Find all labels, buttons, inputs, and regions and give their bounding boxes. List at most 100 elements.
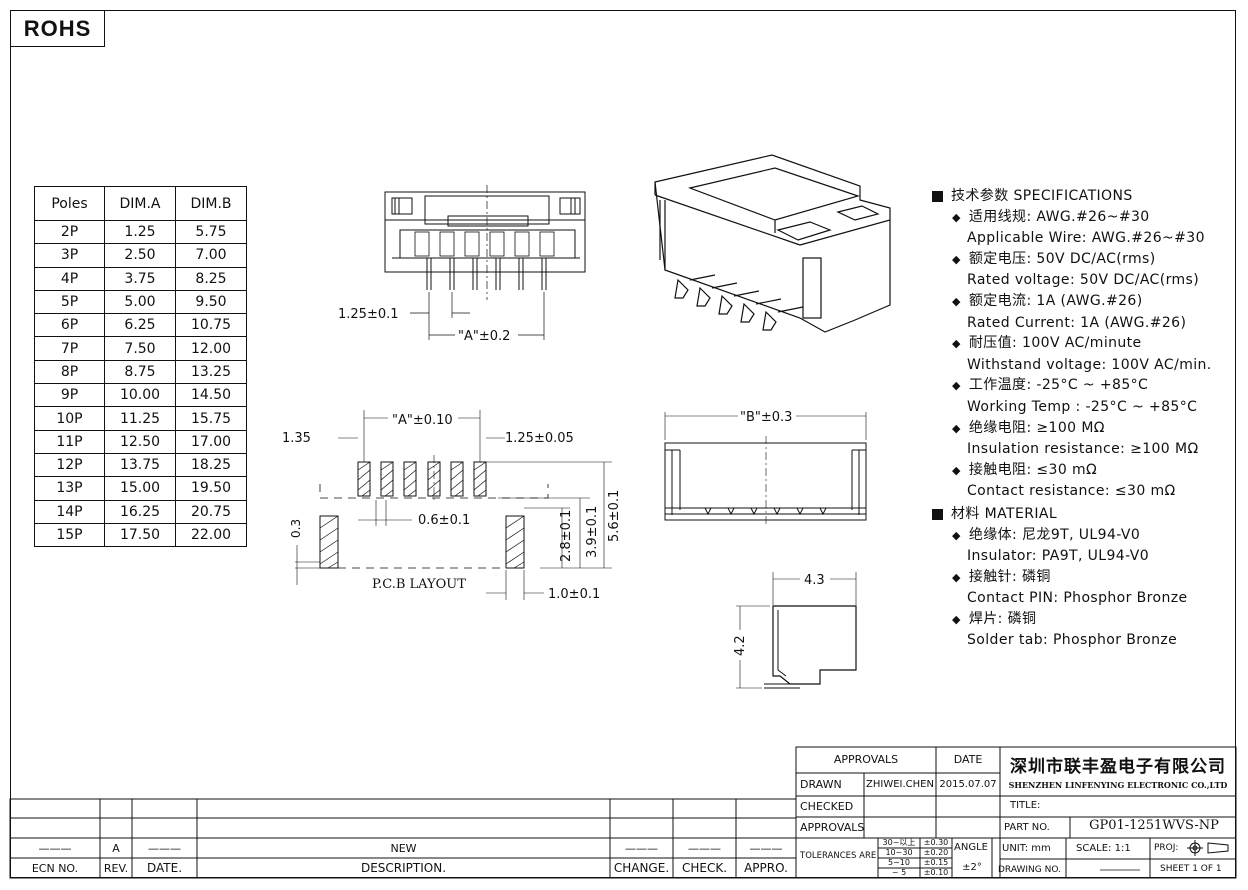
table-cell: 7P bbox=[34, 336, 105, 361]
table-cell: 19.50 bbox=[175, 476, 247, 501]
table-cell: 13.25 bbox=[175, 359, 247, 385]
spec-text-en: Applicable Wire: AWG.#26~#30 bbox=[967, 230, 1205, 247]
tb-unit: UNIT: mm bbox=[1002, 843, 1051, 854]
spec-item-cn: ◆ 额定电压: 50V DC/AC(rms) bbox=[932, 249, 1212, 271]
spec-text-cn: 工作温度: -25°C ~ +85°C bbox=[968, 377, 1149, 394]
spec-item-cn: ◆ 耐压值: 100V AC/minute bbox=[932, 333, 1212, 355]
table-header: DIM.B bbox=[175, 186, 247, 221]
spec-item-cn: ◆ 工作温度: -25°C ~ +85°C bbox=[932, 375, 1212, 397]
tb-approvals: APPROVALS bbox=[833, 753, 899, 766]
diamond-bullet-icon: ◆ bbox=[952, 463, 961, 477]
tolerance-value: ±0.30 bbox=[923, 838, 949, 847]
dim-125: 1.25±0.05 bbox=[505, 431, 574, 446]
diamond-bullet-icon: ◆ bbox=[952, 528, 961, 542]
spec-item-cn: ◆ 适用线规: AWG.#26~#30 bbox=[932, 207, 1212, 229]
spec-title: 技术参数 SPECIFICATIONS bbox=[951, 188, 1133, 204]
diamond-bullet-icon: ◆ bbox=[952, 379, 961, 393]
b-dim: "B"±0.3 bbox=[740, 410, 792, 425]
spec-text-cn: 接触电阻: ≤30 mΩ bbox=[968, 461, 1098, 478]
table-cell: 2.50 bbox=[104, 243, 176, 268]
spec-text-cn: 接触针: 磷铜 bbox=[968, 568, 1051, 585]
table-cell: 3P bbox=[34, 243, 105, 268]
title-block-grid bbox=[9, 746, 1237, 879]
dim-03: 0.3 bbox=[289, 519, 303, 538]
spec-text-en: Rated voltage: 50V DC/AC(rms) bbox=[967, 272, 1200, 289]
table-cell: 5P bbox=[34, 289, 105, 315]
dim-28: 2.8±0.1 bbox=[559, 510, 574, 562]
dim-06: 0.6±0.1 bbox=[418, 513, 470, 528]
dim-42: 4.2 bbox=[733, 635, 748, 656]
table-cell: 18.25 bbox=[175, 452, 247, 478]
spec-text-en: Insulator: PA9T, UL94-V0 bbox=[967, 548, 1150, 565]
spec-text-en: Working Temp : -25°C ~ +85°C bbox=[967, 398, 1198, 415]
rev-value: A bbox=[112, 842, 120, 855]
spec-text-cn: 绝缘体: 尼龙9T, UL94-V0 bbox=[968, 526, 1141, 543]
table-cell: 7.00 bbox=[175, 243, 247, 268]
company-name-cn: 深圳市联丰盈电子有限公司 bbox=[1010, 757, 1226, 777]
rev-ecn-header: ECN NO. bbox=[31, 862, 79, 875]
tb-proj: PROJ: bbox=[1154, 843, 1179, 853]
tolerance-range: 5~10 bbox=[888, 858, 910, 867]
spec-text-cn: 额定电压: 50V DC/AC(rms) bbox=[968, 250, 1156, 267]
tb-angle: ANGLE bbox=[954, 842, 988, 853]
material-title: 材料 MATERIAL bbox=[951, 505, 1058, 522]
tolerance-range: 10~30 bbox=[885, 848, 913, 857]
table-cell: 13.75 bbox=[104, 452, 176, 478]
tb-drawing-no: DRAWING NO. bbox=[998, 865, 1061, 875]
spec-item-cn: ◆ 焊片: 磷铜 bbox=[932, 609, 1212, 631]
rev-description: NEW bbox=[390, 842, 417, 855]
rev-appro-dash: ——— bbox=[749, 842, 783, 855]
rev-check-header: CHECK. bbox=[681, 861, 728, 875]
table-cell: 14.50 bbox=[175, 383, 247, 408]
tolerance-value: ±0.10 bbox=[923, 868, 949, 877]
dim-135: 1.35 bbox=[282, 431, 311, 446]
rev-desc-header: DESCRIPTION. bbox=[360, 861, 447, 875]
pitch-dim: 1.25±0.1 bbox=[338, 307, 399, 322]
tb-drawn-date: 2015.07.07 bbox=[939, 779, 997, 790]
table-header: Poles bbox=[34, 186, 105, 221]
tb-scale: SCALE: 1:1 bbox=[1076, 843, 1131, 854]
spec-text-cn: 耐压值: 100V AC/minute bbox=[968, 335, 1142, 352]
rev-check-dash: ——— bbox=[688, 842, 721, 855]
bottom-view bbox=[664, 412, 867, 525]
tolerance-range: 30~以上 bbox=[882, 838, 916, 847]
table-cell: 9P bbox=[34, 383, 105, 408]
spec-text-cn: 适用线规: AWG.#26~#30 bbox=[968, 208, 1150, 225]
spec-text-cn: 焊片: 磷铜 bbox=[968, 610, 1037, 627]
table-cell: 10.00 bbox=[104, 383, 176, 408]
spec-item-cn: ◆ 接触针: 磷铜 bbox=[932, 567, 1212, 589]
spec-text-cn: 绝缘电阻: ≥100 MΩ bbox=[968, 419, 1105, 436]
spec-text-en: Withstand voltage: 100V AC/min. bbox=[967, 356, 1212, 373]
bullet-square-icon bbox=[932, 190, 943, 202]
rev-date-header: DATE. bbox=[146, 861, 183, 875]
spec-text-en: Contact PIN: Phosphor Bronze bbox=[967, 590, 1188, 607]
diamond-bullet-icon: ◆ bbox=[952, 252, 961, 266]
spec-text-en: Contact resistance: ≤30 mΩ bbox=[967, 483, 1176, 500]
diamond-bullet-icon: ◆ bbox=[952, 570, 961, 584]
spec-item-cn: ◆ 额定电流: 1A (AWG.#26) bbox=[932, 291, 1212, 313]
tb-part-no: GP01-1251WVS-NP bbox=[1089, 818, 1219, 833]
tolerance-range: ~ 5 bbox=[891, 868, 907, 877]
spec-text-cn: 额定电流: 1A (AWG.#26) bbox=[968, 292, 1143, 309]
front-view bbox=[384, 185, 586, 340]
tolerance-value: ±0.20 bbox=[923, 848, 949, 857]
spec-item-cn: ◆ 绝缘体: 尼龙9T, UL94-V0 bbox=[932, 525, 1212, 547]
diamond-bullet-icon: ◆ bbox=[952, 337, 961, 351]
diamond-bullet-icon: ◆ bbox=[952, 421, 961, 435]
rev-ecn-dash: ——— bbox=[38, 842, 72, 855]
rohs-label: ROHS bbox=[10, 10, 105, 47]
table-cell: 17.50 bbox=[104, 522, 176, 548]
tb-title-label: TITLE: bbox=[1010, 800, 1041, 811]
table-cell: 16.25 bbox=[104, 499, 176, 524]
table-cell: 15P bbox=[34, 522, 105, 548]
table-cell: 15.75 bbox=[175, 406, 247, 431]
table-cell: 7.50 bbox=[104, 336, 176, 361]
spec-item-cn: ◆ 绝缘电阻: ≥100 MΩ bbox=[932, 418, 1212, 440]
